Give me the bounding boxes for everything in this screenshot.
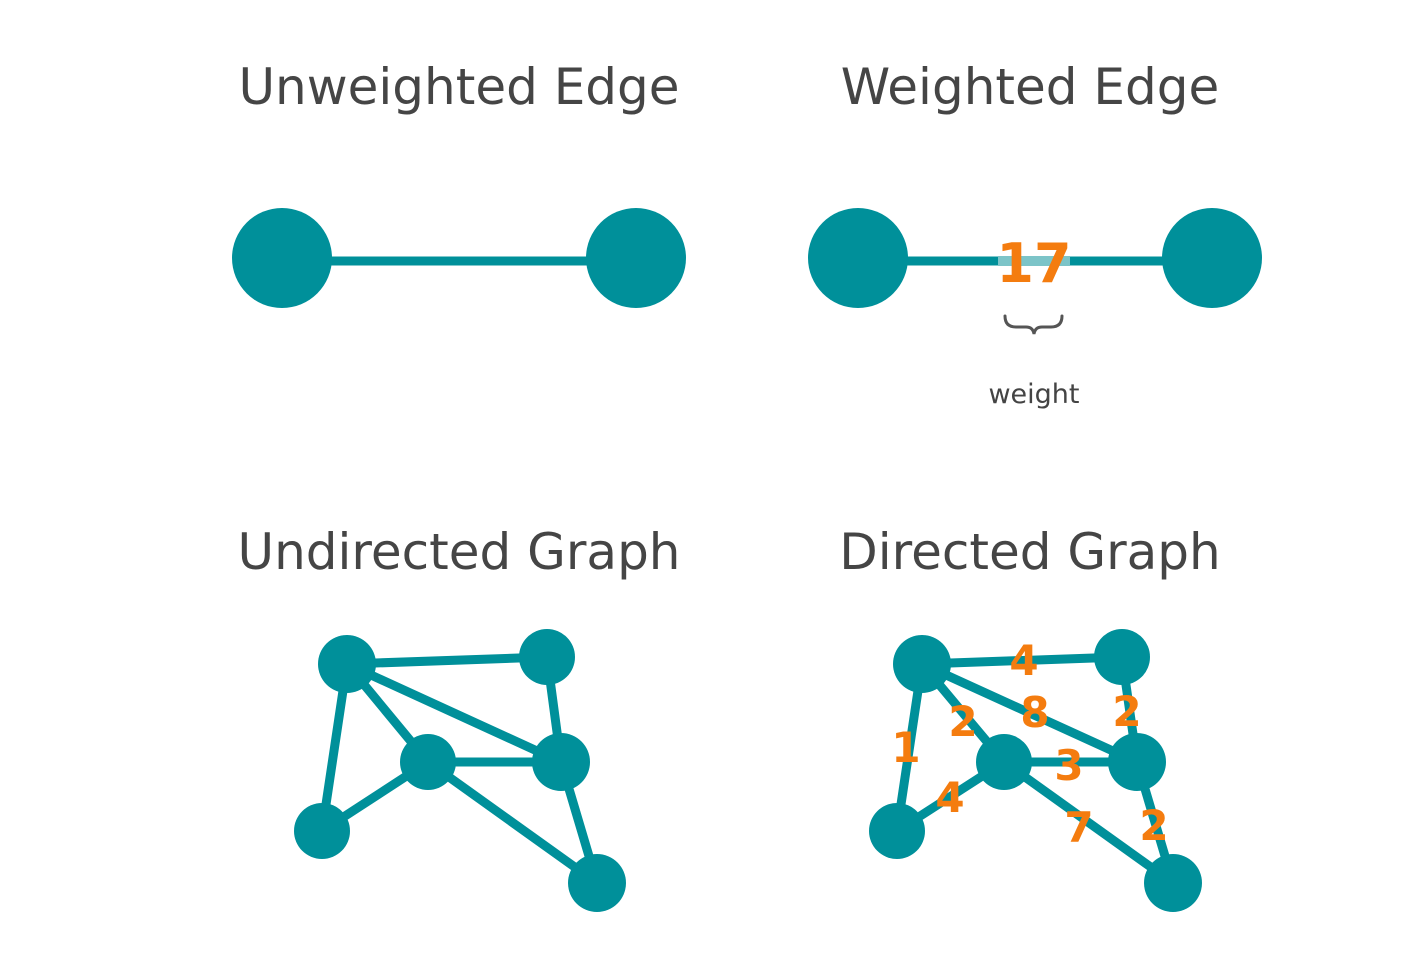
node <box>519 629 575 685</box>
node <box>318 635 376 693</box>
weight-caption: weight <box>988 379 1079 410</box>
edge <box>423 757 602 888</box>
edge-weight: 4 <box>1009 636 1038 685</box>
node <box>808 208 908 308</box>
node <box>232 208 332 308</box>
title-weighted-edge: Weighted Edge <box>840 58 1220 116</box>
weighted-edge-diagram: 17 weight <box>808 208 1262 410</box>
node <box>400 734 456 790</box>
node <box>893 635 951 693</box>
node <box>1162 208 1262 308</box>
weight-value: 17 <box>996 232 1071 295</box>
edge-weight: 2 <box>1139 801 1168 850</box>
node <box>568 854 626 912</box>
edge <box>917 652 1127 669</box>
edge <box>342 652 552 669</box>
unweighted-edge-diagram <box>232 208 686 308</box>
edge-weight: 4 <box>935 773 964 822</box>
node <box>586 208 686 308</box>
edge-weight: 3 <box>1054 741 1083 790</box>
brace-icon <box>1003 314 1064 335</box>
node <box>1144 854 1202 912</box>
edge-weight: 8 <box>1020 688 1049 737</box>
directed-graph-nodes <box>869 629 1202 912</box>
directed-graph-weights: 4 8 2 2 1 3 4 7 2 <box>891 636 1168 852</box>
edge-weight: 1 <box>891 723 920 772</box>
node <box>294 803 350 859</box>
node <box>1094 629 1150 685</box>
edge-weight: 2 <box>1112 687 1141 736</box>
node <box>532 733 590 791</box>
title-undirected-graph: Undirected Graph <box>237 523 681 581</box>
edge <box>342 659 566 767</box>
node <box>869 803 925 859</box>
weight-highlight <box>998 256 1070 266</box>
edge-weight: 2 <box>948 697 977 746</box>
undirected-graph-nodes <box>294 629 626 912</box>
node <box>976 734 1032 790</box>
node <box>1108 733 1166 791</box>
title-directed-graph: Directed Graph <box>839 523 1221 581</box>
edge-weight: 7 <box>1064 803 1093 852</box>
edge <box>999 757 1178 888</box>
edge <box>917 659 1142 767</box>
title-unweighted-edge: Unweighted Edge <box>238 58 680 116</box>
